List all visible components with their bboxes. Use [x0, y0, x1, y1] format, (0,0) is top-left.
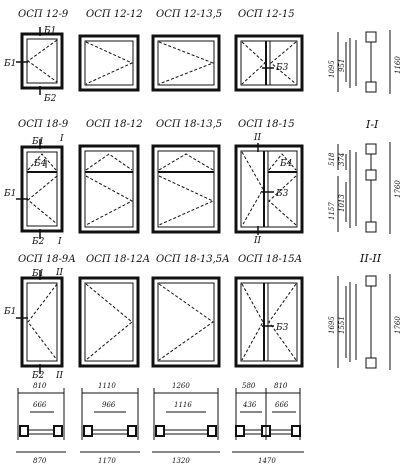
- dim-1695: 1695: [328, 316, 336, 334]
- window-12-12: [78, 34, 140, 92]
- mark-b1-top-r2: Б1: [31, 137, 44, 147]
- section-row-3: [337, 274, 391, 370]
- title-18-15a: ОСП 18-15А: [238, 254, 302, 265]
- plan-1-inner: 666: [33, 401, 47, 409]
- plan-4-inner-right: 666: [275, 401, 289, 409]
- dim-1095: 1095: [328, 60, 336, 78]
- section-row-2: [337, 142, 391, 234]
- title-18-9a: ОСП 18-9А: [18, 254, 76, 265]
- title-18-12a: ОСП 18-12А: [86, 254, 150, 265]
- title-12-12: ОСП 12-12: [86, 9, 143, 20]
- dim-1157: 1157: [328, 202, 336, 220]
- mark-b3-r2: Б3: [275, 189, 289, 199]
- plan-4: [232, 388, 304, 453]
- plan-4-left: 580: [242, 382, 256, 390]
- plan-1-bottom: 870: [33, 457, 47, 465]
- title-12-15: ОСП 12-15: [238, 9, 295, 20]
- mark-b2-bottom-r3: Б2: [31, 371, 45, 381]
- window-18-13-5a: [151, 276, 221, 368]
- dim-1760-r3: 1760: [394, 316, 402, 334]
- mark-b1-left-r1: Б1: [3, 59, 16, 69]
- window-18-13-5: [151, 144, 221, 234]
- window-12-15: [234, 34, 304, 92]
- window-18-12: [78, 144, 140, 234]
- title-18-13-5: ОСП 18-13,5: [156, 119, 222, 130]
- mark-b2-bottom-r1: Б2: [43, 94, 57, 104]
- mark-b1-top-r3: Б1: [31, 269, 44, 279]
- mark-b4-r2b: Б4: [279, 159, 293, 169]
- window-12-13-5: [151, 34, 221, 92]
- plan-3: [152, 388, 220, 453]
- title-18-15: ОСП 18-15: [238, 119, 295, 130]
- plan-3-inner: 1116: [174, 401, 192, 409]
- window-18-12a: [78, 276, 140, 368]
- dim-1160: 1160: [394, 56, 402, 74]
- title-18-13-5a: ОСП 18-13,5А: [156, 254, 230, 265]
- mark-ii-bottom-r3: II: [55, 371, 64, 381]
- plan-3-outer: 1260: [172, 382, 190, 390]
- window-18-15a: [234, 276, 304, 368]
- window-18-15: [234, 143, 304, 235]
- plan-3-bottom: 1320: [172, 457, 190, 465]
- mark-ii-top-r2: II: [253, 133, 262, 143]
- title-18-12: ОСП 18-12: [86, 119, 143, 130]
- mark-ii-bottom-r2: II: [253, 236, 262, 246]
- window-18-9a: [16, 270, 64, 374]
- mark-b3-r1: Б3: [275, 63, 289, 73]
- dim-518: 518: [328, 152, 336, 166]
- title-18-9: ОСП 18-9: [18, 119, 69, 130]
- mark-b1-left-r2: Б1: [3, 189, 16, 199]
- plan-2-bottom: 1170: [98, 457, 116, 465]
- mark-i-top: I: [59, 134, 64, 144]
- dim-1760-r2: 1760: [394, 180, 402, 198]
- mark-b2-bottom-r2: Б2: [31, 237, 45, 247]
- mark-b1-top-r1: Б1: [43, 26, 56, 36]
- plan-2: [80, 388, 140, 453]
- title-12-9: ОСП 12-9: [18, 9, 69, 20]
- plan-1: [16, 388, 66, 453]
- plan-2-inner: 966: [102, 401, 116, 409]
- window-18-9: [16, 139, 64, 239]
- mark-b3-r3: Б3: [275, 323, 289, 333]
- mark-ii-top-r3: II: [55, 268, 64, 278]
- dim-1013: 1013: [338, 194, 346, 212]
- title-12-13-5: ОСП 12-13,5: [156, 9, 222, 20]
- section-label-i-i: I-I: [365, 118, 379, 131]
- dim-1551: 1551: [338, 316, 346, 334]
- dim-374: 374: [338, 153, 346, 166]
- section-label-ii-ii: II-II: [359, 252, 382, 265]
- plan-2-outer: 1110: [98, 382, 116, 390]
- window-12-9: [16, 27, 64, 95]
- dim-951: 951: [338, 59, 346, 72]
- plan-4-bottom: 1470: [258, 457, 276, 465]
- section-row-1: [337, 30, 391, 94]
- plan-1-outer: 810: [33, 382, 47, 390]
- mark-b4-r2a: Б4: [33, 159, 47, 169]
- plan-4-right: 810: [274, 382, 288, 390]
- plan-4-inner-left: 436: [242, 401, 257, 409]
- mark-i-bottom: I: [57, 237, 62, 247]
- mark-b1-left-r3: Б1: [3, 307, 16, 317]
